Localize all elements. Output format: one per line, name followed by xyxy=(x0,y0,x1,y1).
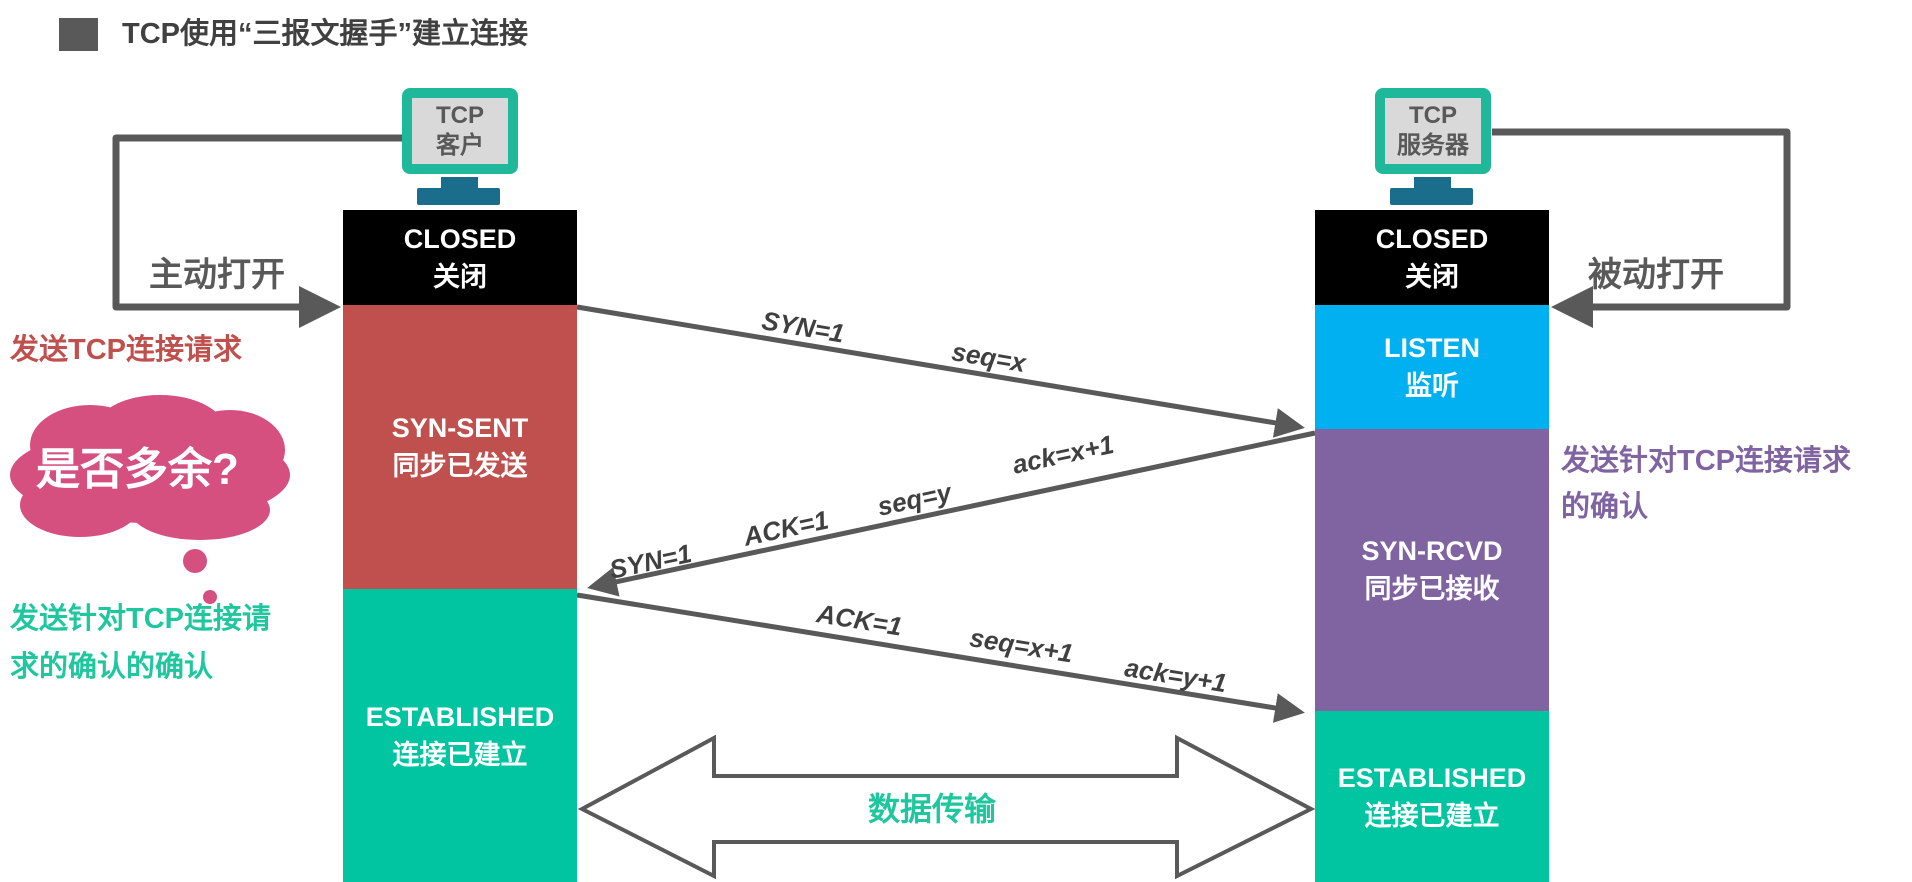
server-open-loop xyxy=(1492,128,1791,328)
ack-of-ack-annotation-line2: 求的确认的确认 xyxy=(10,651,214,683)
page-title: TCP使用“三报文握手”建立连接 xyxy=(122,18,529,50)
passive-open-label: 被动打开 xyxy=(1588,256,1724,294)
client-monitor-icon: TCP 客户 xyxy=(402,88,518,174)
state-name: ESTABLISHED xyxy=(365,701,555,732)
server-monitor-icon: TCP 服务器 xyxy=(1375,88,1491,174)
question-text: 是否多余? xyxy=(36,445,239,494)
server-state-syn-rcvd: SYN-RCVD 同步已接收 xyxy=(1315,429,1549,711)
state-name: CLOSED xyxy=(1375,223,1489,254)
ack-arrow xyxy=(576,592,1305,723)
state-cn: 同步已接收 xyxy=(1364,574,1500,604)
syn-arrow xyxy=(576,304,1305,438)
client-monitor-base xyxy=(417,188,500,205)
state-cn: 关闭 xyxy=(1405,261,1459,292)
server-ack-annotation-line2: 的确认 xyxy=(1561,491,1649,523)
client-monitor-stand xyxy=(441,177,478,189)
state-name: SYN-SENT xyxy=(391,413,529,443)
client-state-syn-sent: SYN-SENT 同步已发送 xyxy=(343,305,577,589)
state-name: CLOSED xyxy=(403,223,517,254)
state-cn: 连接已建立 xyxy=(1364,800,1500,831)
ack-of-ack-annotation-line1: 发送针对TCP连接请 xyxy=(10,603,272,635)
server-state-established: ESTABLISHED 连接已建立 xyxy=(1315,711,1549,882)
client-state-established: ESTABLISHED 连接已建立 xyxy=(343,589,577,882)
client-monitor-label-1: TCP xyxy=(436,102,484,129)
client-monitor-label-2: 客户 xyxy=(436,132,484,159)
server-state-closed: CLOSED 关闭 xyxy=(1315,210,1549,305)
syn-ack-arrow xyxy=(587,430,1316,597)
state-cn: 连接已建立 xyxy=(392,739,528,770)
server-monitor-base xyxy=(1390,188,1473,205)
server-state-listen: LISTEN 监听 xyxy=(1315,305,1549,429)
state-name: ESTABLISHED xyxy=(1337,762,1527,793)
client-open-loop xyxy=(112,134,404,328)
client-state-closed: CLOSED 关闭 xyxy=(343,210,577,305)
state-name: SYN-RCVD xyxy=(1361,536,1503,566)
question-cloud xyxy=(10,395,290,604)
server-monitor-label-1: TCP xyxy=(1409,102,1457,129)
server-monitor-stand xyxy=(1414,177,1451,189)
state-cn: 关闭 xyxy=(433,261,487,292)
title-marker xyxy=(59,18,98,51)
active-open-label: 主动打开 xyxy=(149,256,285,294)
server-ack-annotation-line1: 发送针对TCP连接请求 xyxy=(1561,445,1852,477)
server-monitor-label-2: 服务器 xyxy=(1397,132,1469,159)
data-transfer-double-arrow xyxy=(577,734,1316,880)
data-transfer-label: 数据传输 xyxy=(868,791,997,827)
state-cn: 监听 xyxy=(1405,371,1459,401)
send-request-annotation: 发送TCP连接请求 xyxy=(10,334,243,366)
state-name: LISTEN xyxy=(1383,333,1480,363)
state-cn: 同步已发送 xyxy=(392,451,528,481)
